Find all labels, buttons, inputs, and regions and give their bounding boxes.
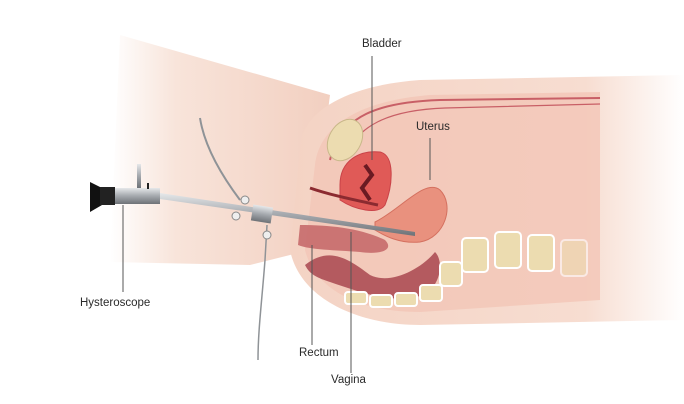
label-hysteroscope: Hysteroscope (80, 297, 151, 309)
leader-lines (122, 56, 431, 373)
hysteroscope-instrument (90, 164, 415, 240)
label-vagina: Vagina (331, 374, 366, 386)
pelvic-cavity (305, 92, 600, 312)
eyepiece (90, 182, 102, 212)
spine (344, 231, 588, 308)
thigh (110, 35, 330, 265)
outflow-tube (257, 224, 268, 361)
rectum-organ (305, 252, 440, 299)
label-bladder: Bladder (362, 38, 402, 50)
pubic-bone (326, 118, 364, 162)
vagina-organ (298, 225, 389, 253)
label-rectum: Rectum (299, 347, 339, 359)
label-uterus: Uterus (416, 121, 450, 133)
inflow-tube (199, 117, 241, 201)
uterus-organ (374, 187, 448, 243)
